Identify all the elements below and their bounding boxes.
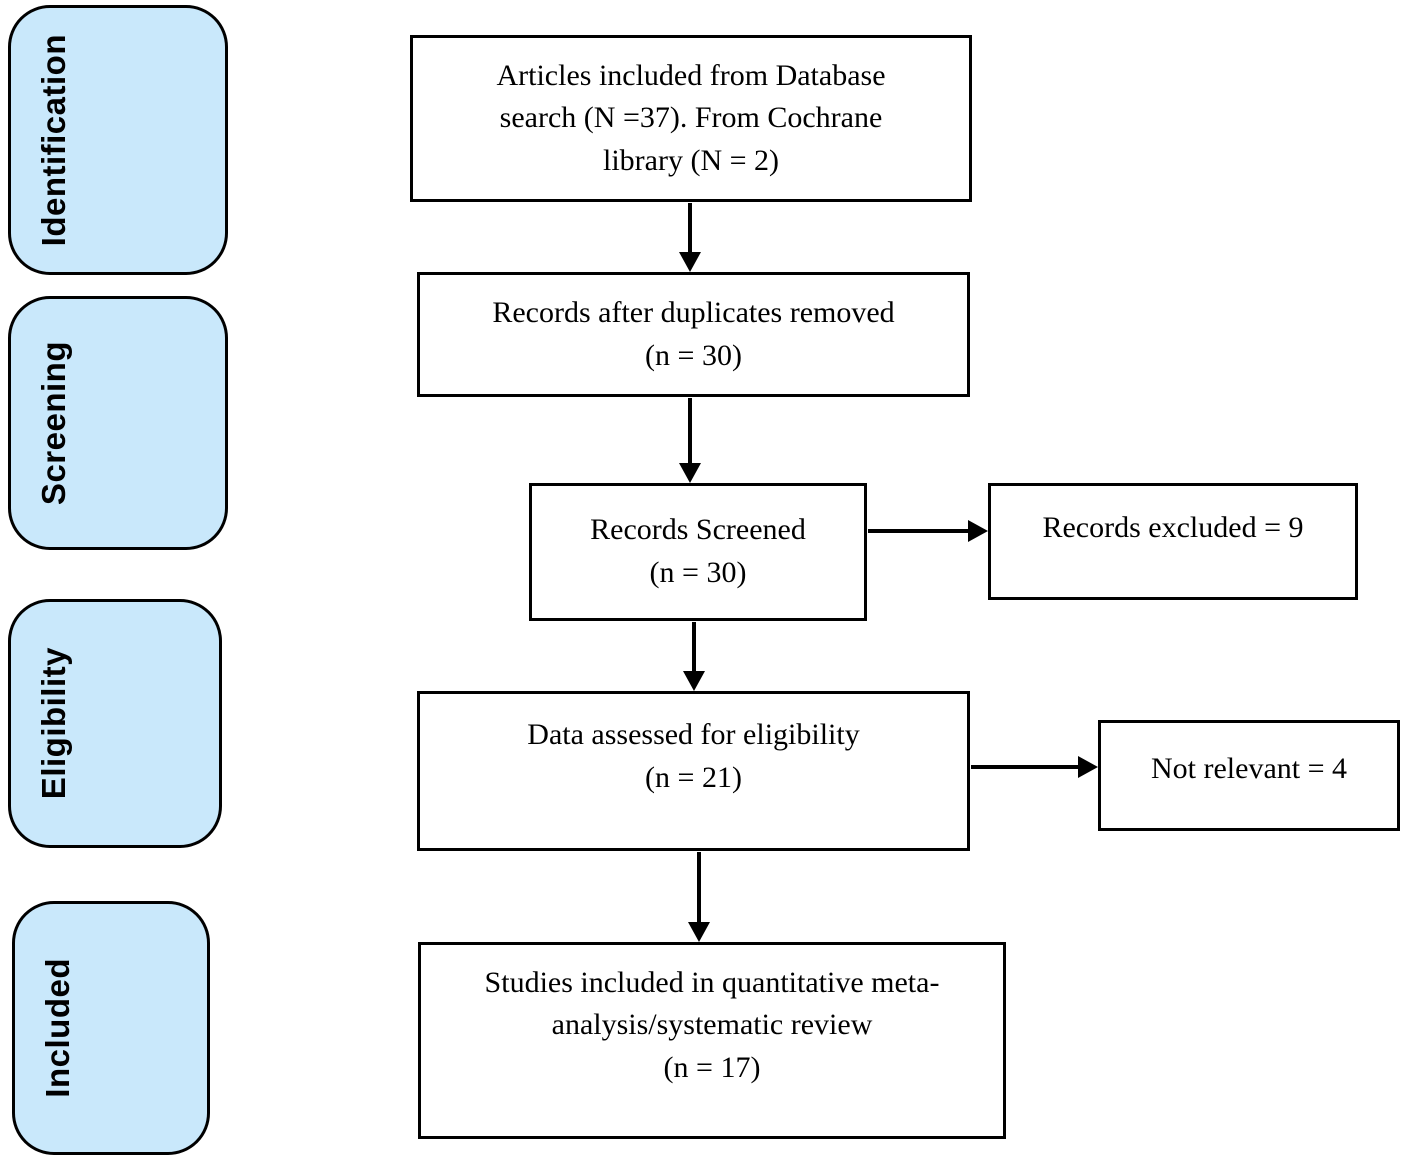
box-text-line: (n = 30) — [649, 556, 747, 589]
box-studies-included: Studies included in quantitative meta- a… — [418, 942, 1006, 1139]
stage-included-label: Included — [39, 958, 76, 1098]
stage-identification-label: Identification — [35, 33, 72, 247]
box-text-line: search (N =37). From Cochrane — [499, 101, 883, 135]
box-text-line: Studies included in quantitative meta- — [484, 965, 940, 999]
stage-screening-label: Screening — [35, 340, 72, 506]
arrow-right-screened-to-excluded — [868, 520, 988, 542]
box-text-line: Data assessed for eligibility — [527, 718, 860, 752]
arrow-shaft — [697, 852, 701, 922]
box-duplicates-removed: Records after duplicates removed (n = 30… — [417, 272, 970, 397]
arrowhead-down-icon — [679, 252, 701, 272]
box-text-line: analysis/systematic review — [551, 1008, 873, 1042]
stage-screening: Screening — [8, 296, 228, 550]
box-text-line: Records after duplicates removed — [492, 295, 895, 329]
box-not-relevant: Not relevant = 4 — [1098, 720, 1400, 831]
box-assessed-eligibility: Data assessed for eligibility (n = 21) — [417, 691, 970, 851]
arrow-down-eligibility-to-included — [688, 852, 710, 942]
box-records-excluded: Records excluded = 9 — [988, 483, 1358, 600]
arrow-shaft — [692, 622, 696, 671]
arrow-right-eligibility-to-not-relevant — [971, 756, 1098, 778]
box-text-line: (n = 17) — [663, 1050, 761, 1084]
arrowhead-down-icon — [688, 922, 710, 942]
arrowhead-right-icon — [1078, 756, 1098, 778]
arrowhead-down-icon — [683, 671, 705, 691]
box-database-search: Articles included from Database search (… — [410, 35, 972, 202]
box-text-line: (n = 30) — [645, 338, 742, 372]
arrow-down-identification-to-duplicates — [679, 203, 701, 272]
stage-included: Included — [12, 901, 210, 1155]
arrow-down-screened-to-eligibility — [683, 622, 705, 691]
arrow-shaft — [688, 398, 692, 463]
arrowhead-right-icon — [968, 520, 988, 542]
box-text-line: Not relevant = 4 — [1150, 752, 1348, 786]
box-text-line: Records excluded = 9 — [1042, 511, 1304, 545]
box-text-line: (n = 21) — [645, 761, 742, 794]
arrowhead-down-icon — [679, 463, 701, 483]
box-text-line: Records Screened — [590, 513, 806, 547]
box-records-screened: Records Screened (n = 30) — [529, 483, 867, 621]
arrow-shaft — [688, 203, 692, 252]
arrow-shaft — [868, 529, 968, 533]
stage-identification: Identification — [8, 5, 228, 275]
arrow-shaft — [971, 765, 1078, 769]
arrow-down-duplicates-to-screened — [679, 398, 701, 483]
box-text-line: Articles included from Database — [496, 58, 886, 92]
stage-eligibility: Eligibility — [8, 599, 222, 848]
box-text-line: library (N = 2) — [602, 143, 780, 177]
stage-eligibility-label: Eligibility — [35, 647, 72, 800]
